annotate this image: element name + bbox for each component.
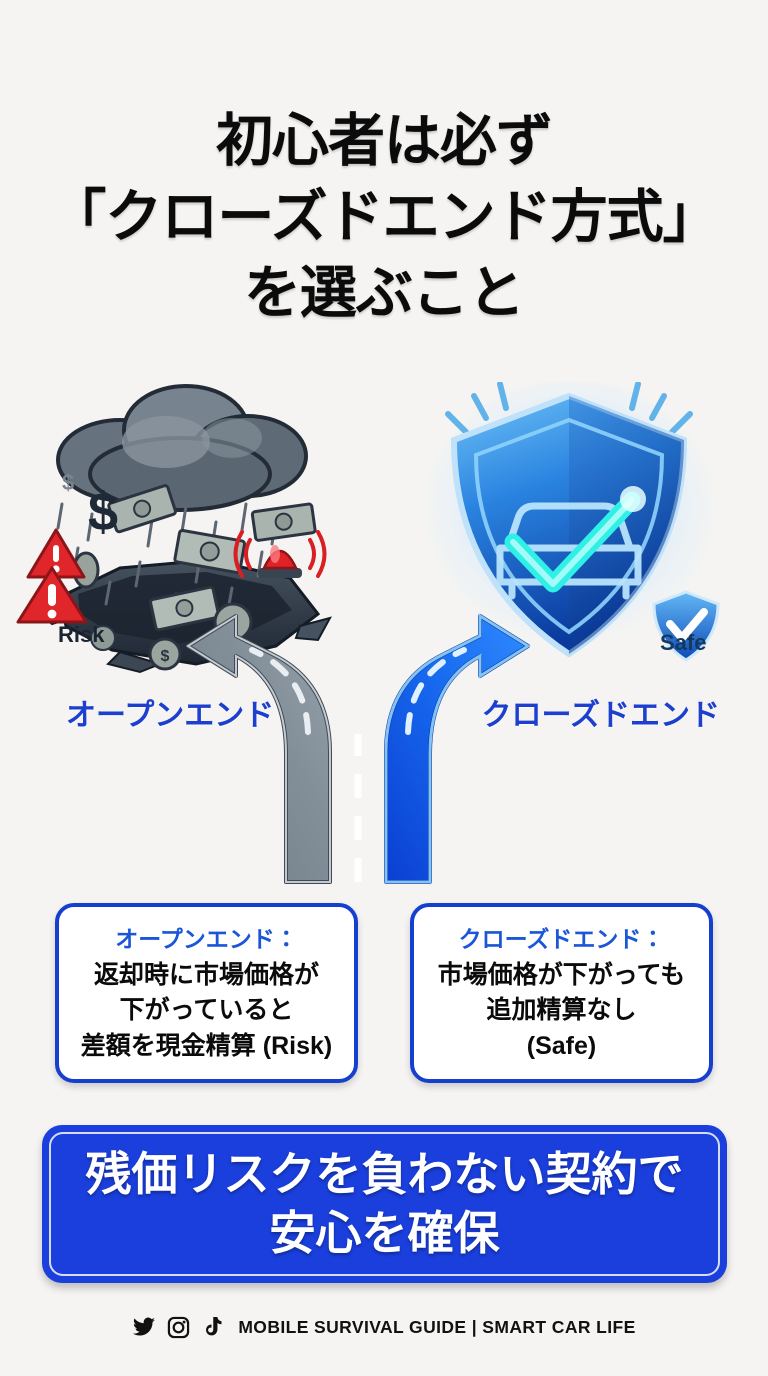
open-end-box-heading: オープンエンド： <box>115 926 298 952</box>
title-line-3: を選ぶこと <box>244 260 525 325</box>
fork-road <box>186 613 531 884</box>
title-line-1: 初心者は必ず <box>216 109 553 173</box>
risk-scene: $ $ $ $ <box>16 384 332 674</box>
comparison-boxes: オープンエンド： 返却時に市場価格が 下がっていると 差額を現金精算 (Risk… <box>0 903 768 1083</box>
sparkle-icon <box>445 382 693 435</box>
comparison-illustration: $ $ $ $ <box>0 382 768 892</box>
warning-triangle-icon <box>16 528 88 624</box>
safe-scene <box>420 382 720 662</box>
twitter-icon[interactable] <box>132 1317 156 1339</box>
svg-text:$: $ <box>161 648 170 665</box>
safe-badge-label: Safe <box>660 630 707 655</box>
cta-line-1: 残価リスクを負わない契約で <box>85 1148 684 1201</box>
shield-check-badge-icon <box>652 590 720 662</box>
svg-text:$: $ <box>62 470 74 495</box>
closed-end-box-heading: クローズドエンド： <box>458 926 665 952</box>
page-title: 初心者は必ず 「クローズドエンド方式」 を選ぶこと <box>0 104 768 331</box>
title-line-2: 「クローズドエンド方式」 <box>49 184 719 249</box>
footer: MOBILE SURVIVAL GUIDE | SMART CAR LIFE <box>0 1316 768 1339</box>
cta-banner: 残価リスクを負わない契約で 安心を確保 <box>42 1125 727 1283</box>
cta-line-2: 安心を確保 <box>269 1207 500 1259</box>
tiktok-icon[interactable] <box>201 1316 222 1339</box>
open-end-box: オープンエンド： 返却時に市場価格が 下がっていると 差額を現金精算 (Risk… <box>55 903 358 1083</box>
closed-end-box-line-1: 市場価格が下がっても <box>437 960 686 989</box>
shield-car-check-icon <box>450 392 688 658</box>
open-end-box-line-1: 返却時に市場価格が <box>93 960 319 989</box>
dollar-sign-icon: $ <box>88 482 118 542</box>
instagram-icon[interactable] <box>167 1316 190 1339</box>
label-open-end: オープンエンド <box>66 699 275 732</box>
closed-end-box: クローズドエンド： 市場価格が下がっても 追加精算なし (Safe) <box>410 903 713 1083</box>
label-closed-end: クローズドエンド <box>481 699 721 732</box>
closed-end-box-line-3: (Safe) <box>526 1031 597 1060</box>
cta-text: 残価リスクを負わない契約で 安心を確保 <box>86 1145 684 1263</box>
siren-icon <box>233 530 327 578</box>
closed-end-box-line-2: 追加精算なし <box>486 996 637 1024</box>
open-end-box-line-2: 下がっていると <box>119 996 294 1024</box>
open-end-box-line-3: 差額を現金精算 (Risk) <box>80 1031 333 1060</box>
risk-badge-label: Risk <box>58 622 105 647</box>
footer-text: MOBILE SURVIVAL GUIDE | SMART CAR LIFE <box>238 1317 636 1337</box>
